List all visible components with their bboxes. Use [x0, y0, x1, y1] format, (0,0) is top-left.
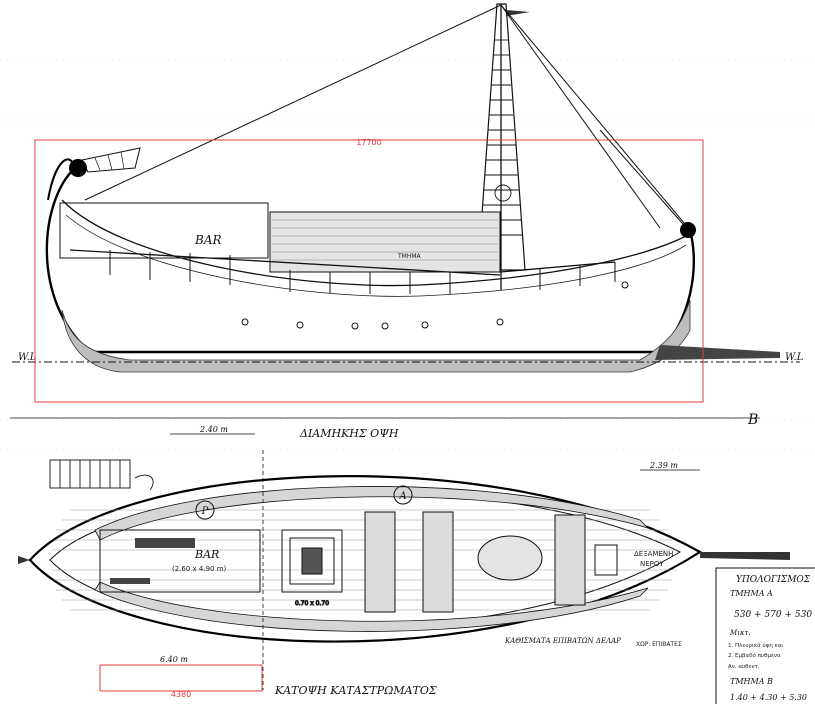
profile-bar-label: BAR — [194, 233, 222, 247]
paper-grid — [0, 59, 815, 451]
calc-section-b: ΤΜΗΜΑ B — [730, 677, 773, 686]
stairwell: 0.70 x 0.70 — [281, 529, 343, 608]
bar-length-annotation: 4380 — [99, 664, 263, 699]
stairs-icon — [49, 459, 154, 491]
overall-length-label: 17700 — [356, 138, 381, 147]
stair-size-label: 0.70 x 0.70 — [295, 600, 329, 607]
plan-bar-label: BAR — [194, 548, 219, 561]
overall-length-annotation: 17700 — [34, 138, 704, 403]
marker-p: P — [195, 500, 215, 520]
waterline-right-label: W.L — [785, 352, 804, 363]
dim-top-left: 2.40 m — [199, 425, 228, 434]
calc-note-1: 1. Πλευρικά ύψη και — [728, 642, 783, 649]
portholes — [241, 281, 629, 330]
tank-label-2: ΝΕΡΟΥ — [640, 560, 664, 568]
profile-section-label: ΤΜΗΜΑ — [397, 253, 422, 260]
covers-label: ΚΑΘΙΣΜΑΤΑ ΕΠΙΒΑΤΩΝ ΔΕΛΑΡ — [504, 637, 621, 645]
calc-title: ΥΠΟΛΟΓΙΣΜΟΣ — [736, 575, 811, 585]
calc-formula-a: 530 + 570 + 530 — [734, 610, 812, 620]
plan-title: ΚΑΤΟΨΗ ΚΑΤΑΣΤΡΩΜΑΤΟΣ — [274, 684, 437, 697]
dim-right: 2.39 m — [649, 461, 678, 470]
profile-view: W.L W.L BAR ΤΜΗΜΑ B — [10, 3, 804, 428]
calc-note-3: Αν. αυθεντ. — [728, 664, 760, 670]
bar-length-label: 4380 — [171, 690, 191, 699]
mast — [477, 3, 530, 290]
deck-plan: BAR (2.60 x 4.90 m) 0.70 x 0.70 ΔΕΞΑΜΕΝΗ… — [18, 425, 790, 690]
dim-left: 6.40 m — [160, 655, 188, 664]
hatch-covers — [364, 511, 586, 613]
plan-bar: BAR (2.60 x 4.90 m) — [99, 529, 261, 593]
waterline-left-label: W.L — [18, 352, 37, 363]
section-marker-b: B — [747, 412, 758, 428]
deck-house — [59, 202, 616, 294]
calc-panel: ΥΠΟΛΟΓΙΣΜΟΣ ΤΜΗΜΑ A 530 + 570 + 530 Μικτ… — [715, 567, 815, 704]
tank-label-1: ΔΕΞΑΜΕΝΗ — [634, 550, 673, 558]
hull-profile — [45, 147, 780, 373]
waterline: W.L W.L — [12, 352, 804, 363]
calc-section-a: ΤΜΗΜΑ A — [730, 589, 773, 598]
svg-text:P: P — [201, 506, 209, 517]
calc-notes-title: Μικτ. — [729, 629, 751, 637]
rigging — [84, 4, 691, 233]
calc-formula-b: 1.40 + 4.30 + 5.30 — [730, 693, 807, 702]
plan-bar-size: (2.60 x 4.90 m) — [172, 565, 227, 573]
marker-a: A — [393, 485, 413, 505]
svg-text:A: A — [398, 491, 406, 502]
profile-title: ΔΙΑΜΗΚΗΣ ΟΨΗ — [299, 427, 399, 440]
calc-note-2: 2. Εμβαδό πυθμένα — [728, 652, 781, 659]
note-small: ΧΩΡ. ΕΠΙΒΑΤΕΣ — [636, 641, 682, 648]
